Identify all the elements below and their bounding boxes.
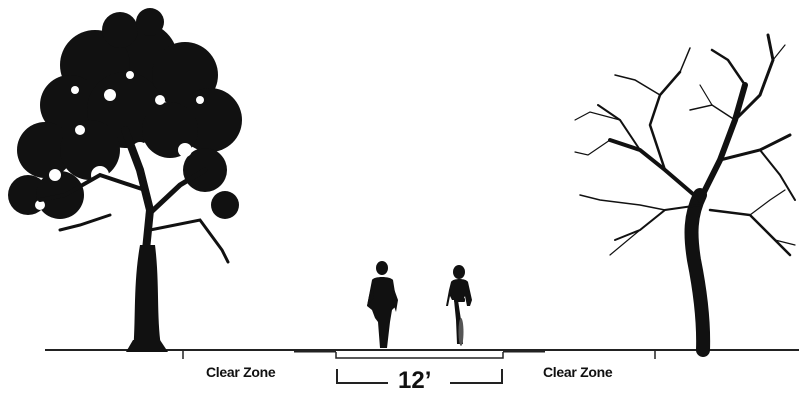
pedestrian-icon (367, 261, 398, 348)
leafy-tree-icon (8, 8, 242, 352)
path-width-label: 12’ (398, 367, 432, 394)
cyclist-icon (446, 265, 472, 346)
clear-zone-right-label: Clear Zone (543, 364, 613, 380)
bare-tree-icon (574, 33, 796, 357)
dimension-bracket-left (336, 369, 388, 384)
dimension-bracket-right (450, 369, 503, 384)
path-surface-bracket (335, 352, 504, 359)
clear-zone-left-label: Clear Zone (206, 364, 276, 380)
